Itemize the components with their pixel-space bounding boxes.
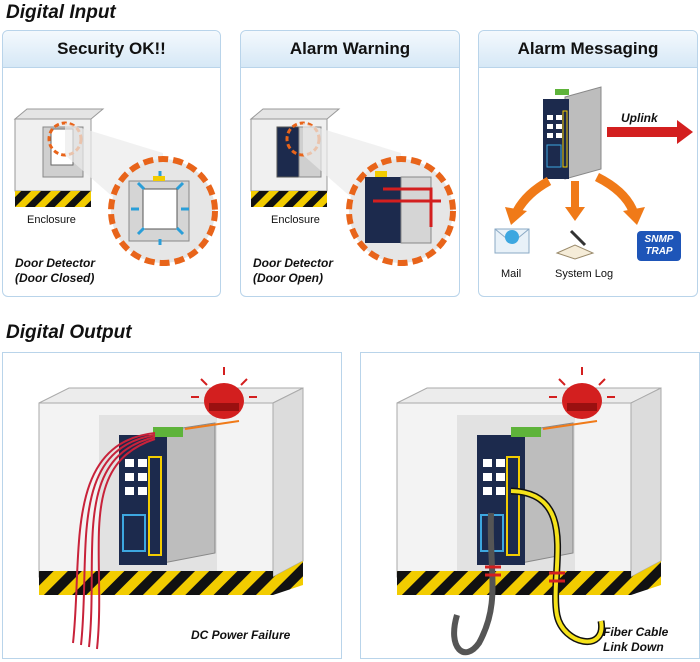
door-detector-label: Door Detector (Door Open) [253,256,333,286]
system-log-label: System Log [555,268,614,280]
fiber-caption-line2: Link Down [603,640,664,654]
snmp-trap-icon: SNMP TRAP [637,231,681,261]
door-detector-line1: Door Detector [253,256,334,270]
door-closed-illustration [13,108,218,266]
snmp-line2: TRAP [645,246,673,257]
alarm-warning-title: Alarm Warning [241,31,459,68]
enclosure-label: Enclosure [271,214,320,226]
fiber-illustration [396,367,662,656]
door-detector-line2: (Door Open) [253,271,323,285]
door-detector-line1: Door Detector [15,256,96,270]
fiber-link-down-caption: Fiber Cable Link Down [603,625,668,655]
digital-output-title: Digital Output [6,322,132,343]
digital-input-title: Digital Input [6,2,116,23]
dc-power-failure-caption: DC Power Failure [191,628,291,642]
mail-label: Mail [501,268,522,280]
dc-power-failure-panel: DC Power Failure [2,352,342,659]
door-detector-label: Door Detector (Door Closed) [15,256,95,286]
alarm-messaging-panel: Alarm Messaging Uplink Mail System Log S… [478,30,698,297]
alarm-messaging-title: Alarm Messaging [479,31,697,68]
door-open-illustration [249,108,456,266]
uplink-label: Uplink [621,111,658,125]
enclosure-label: Enclosure [27,214,76,226]
dc-power-illustration [38,367,304,650]
alarm-warning-panel: Alarm Warning Enclosure Door Detector (D… [240,30,460,297]
door-detector-line2: (Door Closed) [15,271,95,285]
security-ok-panel: Security OK!! Enclosure Door Detector (D [2,30,221,297]
security-ok-title: Security OK!! [3,31,220,68]
fiber-caption-line1: Fiber Cable [603,625,669,639]
fiber-link-down-panel: Fiber Cable Link Down [360,352,700,659]
alarm-messaging-illustration [494,86,693,260]
snmp-line1: SNMP [644,234,674,245]
